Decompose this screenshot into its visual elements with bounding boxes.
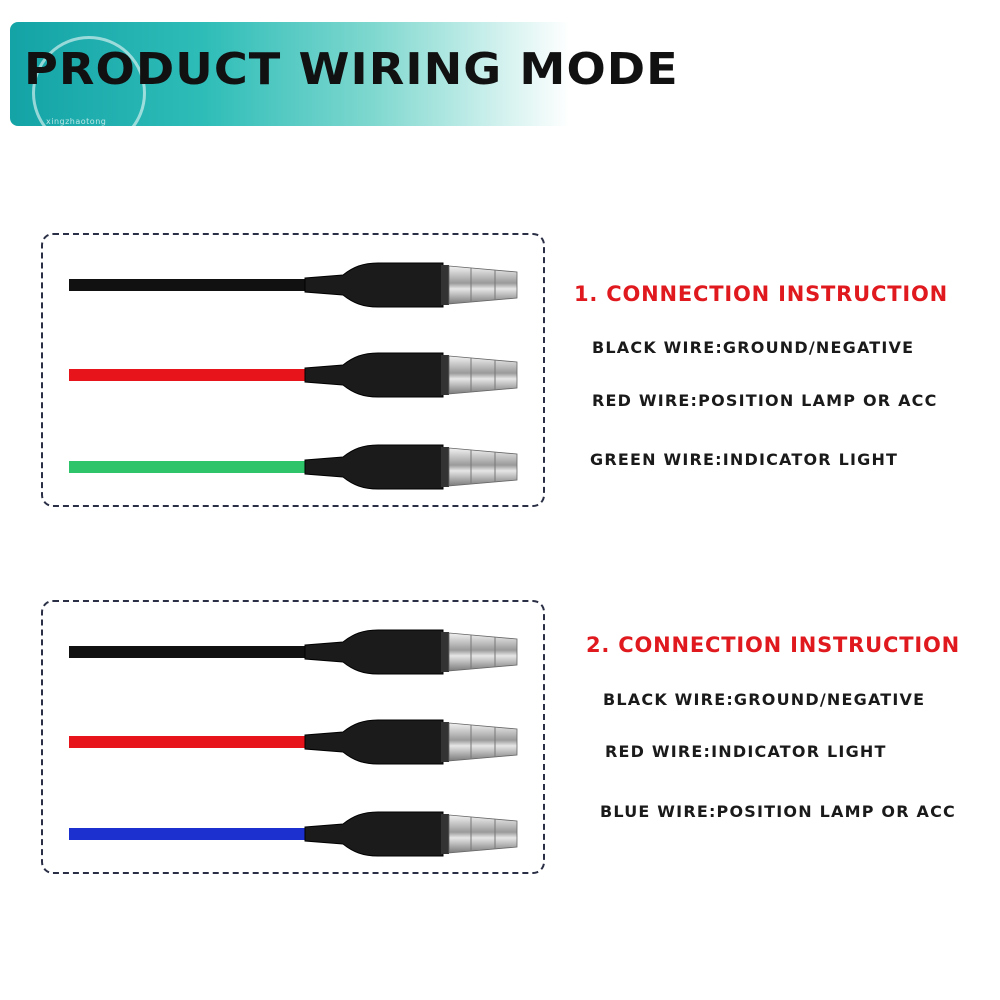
- wire-cable: [69, 279, 309, 291]
- section-1-wire-1-label: BLACK WIRE:GROUND/NEGATIVE: [592, 338, 915, 357]
- wire-cable: [69, 646, 309, 658]
- wire-2: [69, 352, 518, 398]
- connector-housing: [304, 444, 444, 490]
- connector-housing: [304, 811, 444, 857]
- section-2-wire-2-label: RED WIRE:INDICATOR LIGHT: [605, 742, 887, 761]
- section-1-wire-2-label: RED WIRE:POSITION LAMP OR ACC: [592, 391, 938, 410]
- watermark-logo-icon: [32, 36, 146, 150]
- connector-tip-icon: [448, 632, 518, 672]
- title-banner: xingzhaotong: [10, 22, 570, 150]
- wire-cable: [69, 736, 309, 748]
- connector-tip-icon: [448, 265, 518, 305]
- connector-tip-icon: [448, 447, 518, 487]
- connector-collar: [441, 632, 449, 672]
- watermark-text: xingzhaotong: [46, 117, 107, 126]
- connector-collar: [441, 814, 449, 854]
- page-title: PRODUCT WIRING MODE: [24, 44, 679, 95]
- wire-diagram-box-1: [41, 233, 545, 507]
- connector-tip-icon: [448, 355, 518, 395]
- wire-diagram-1: [69, 262, 518, 490]
- connector-collar: [441, 355, 449, 395]
- connector-tip-icon: [448, 722, 518, 762]
- wire-1: [69, 629, 518, 675]
- section-1-wire-3-label: GREEN WIRE:INDICATOR LIGHT: [590, 450, 899, 469]
- connector-tip-icon: [448, 814, 518, 854]
- connector-housing: [304, 262, 444, 308]
- wire-diagram-2: [69, 629, 518, 857]
- wire-cable: [69, 828, 309, 840]
- wire-cable: [69, 369, 309, 381]
- connector-housing: [304, 629, 444, 675]
- wire-2: [69, 719, 518, 765]
- section-2-title: 2. CONNECTION INSTRUCTION: [586, 633, 960, 657]
- connector-collar: [441, 447, 449, 487]
- wire-cable: [69, 461, 309, 473]
- section-2-wire-3-label: BLUE WIRE:POSITION LAMP OR ACC: [600, 802, 956, 821]
- connector-collar: [441, 722, 449, 762]
- wire-3: [69, 444, 518, 490]
- section-1-title: 1. CONNECTION INSTRUCTION: [574, 282, 948, 306]
- connector-collar: [441, 265, 449, 305]
- connector-housing: [304, 719, 444, 765]
- section-2-wire-1-label: BLACK WIRE:GROUND/NEGATIVE: [603, 690, 926, 709]
- wire-3: [69, 811, 518, 857]
- wire-1: [69, 262, 518, 308]
- connector-housing: [304, 352, 444, 398]
- wire-diagram-box-2: [41, 600, 545, 874]
